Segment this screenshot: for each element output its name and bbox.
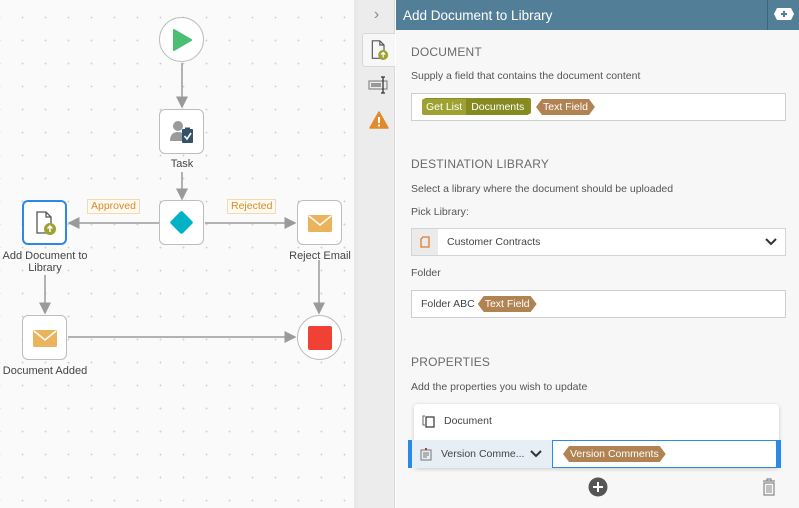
workflow-connectors: [39, 63, 325, 343]
property-option-label: Document: [444, 414, 492, 427]
document-added-label: Document Added: [2, 365, 88, 377]
row-right-indicator: [777, 440, 781, 468]
add-property-button[interactable]: [588, 477, 608, 497]
reject-email-node[interactable]: [297, 200, 342, 245]
library-document-icon: [420, 236, 430, 248]
row-selected-indicator: [408, 440, 412, 468]
add-document-label-2: Library: [28, 262, 62, 274]
add-document-label-1: Add Document to: [2, 250, 88, 262]
tab-warnings[interactable]: [362, 103, 395, 137]
add-variable-icon[interactable]: [773, 7, 795, 21]
approved-label: Approved: [87, 199, 140, 214]
workflow-canvas[interactable]: Task Approved Rejected Add Document to L…: [0, 0, 355, 508]
documents-icon: [422, 415, 435, 428]
document-upload-icon: [371, 40, 389, 60]
tab-document[interactable]: [362, 33, 395, 67]
panel-header: Add Document to Library: [396, 0, 799, 30]
library-value: Customer Contracts: [447, 236, 541, 248]
token-value: Documents: [466, 99, 530, 115]
pick-library-label: Pick Library:: [411, 206, 469, 218]
properties-description: Add the properties you wish to update: [411, 381, 588, 393]
end-node[interactable]: [297, 315, 342, 360]
task-node-label: Task: [170, 158, 194, 170]
document-token[interactable]: Get List Documents: [422, 99, 530, 115]
panel-side-tabs: ›: [358, 0, 395, 508]
folder-label: Folder: [411, 267, 441, 279]
folder-value: Folder ABC: [421, 298, 475, 310]
token-source: Get List: [422, 99, 467, 115]
property-option-document[interactable]: Document: [414, 404, 779, 437]
panel-title: Add Document to Library: [403, 7, 553, 23]
library-icon-cell: [412, 229, 438, 255]
email-icon: [307, 214, 332, 232]
property-name-dropdown[interactable]: Version Comme...: [412, 440, 552, 468]
delete-property-button[interactable]: [762, 478, 776, 496]
collapse-panel-button[interactable]: ›: [358, 0, 395, 30]
document-added-node[interactable]: [22, 315, 67, 360]
play-icon: [172, 28, 192, 51]
destination-heading: DESTINATION LIBRARY: [411, 157, 550, 171]
task-node[interactable]: [159, 109, 204, 154]
chevron-down-icon: [530, 450, 542, 458]
selected-property: Version Comme...: [441, 448, 525, 460]
folder-token-chip: Text Field: [478, 296, 537, 312]
properties-heading: PROPERTIES: [411, 355, 491, 369]
chevron-down-icon: [765, 238, 777, 246]
document-field-input[interactable]: Get List Documents Text Field: [411, 93, 786, 121]
property-value-input[interactable]: Version Comments: [552, 440, 777, 468]
destination-description: Select a library where the document shou…: [411, 183, 674, 195]
task-user-icon: [169, 120, 193, 143]
version-comments-chip: Version Comments: [563, 446, 666, 462]
add-document-node[interactable]: [22, 200, 67, 245]
document-upload-icon: [35, 210, 56, 235]
decision-diamond-icon: [169, 210, 194, 235]
start-node[interactable]: [159, 17, 204, 62]
properties-panel: Add Document to Library DOCUMENT Supply …: [396, 0, 799, 508]
property-row: Version Comme... Version Comments: [408, 440, 781, 468]
reject-email-label: Reject Email: [289, 250, 351, 262]
token-type-chip: Text Field: [536, 99, 595, 115]
property-row-card: Document Version Comme... Version Commen…: [408, 404, 781, 468]
email-icon: [32, 329, 57, 347]
text-field-icon: [367, 76, 388, 94]
multiline-text-icon: [420, 447, 432, 460]
header-divider: [767, 0, 768, 30]
document-heading: DOCUMENT: [411, 45, 482, 59]
canvas-scrollbar[interactable]: [354, 0, 358, 508]
stop-icon: [307, 325, 332, 350]
library-dropdown[interactable]: Customer Contracts: [411, 228, 786, 256]
warning-icon: [368, 111, 389, 129]
folder-input[interactable]: Folder ABC Text Field: [411, 290, 786, 318]
decision-node[interactable]: [159, 200, 204, 245]
rejected-label: Rejected: [227, 199, 277, 214]
tab-fields[interactable]: [362, 68, 395, 102]
document-description: Supply a field that contains the documen…: [411, 70, 641, 82]
chevron-right-icon: ›: [373, 6, 380, 23]
